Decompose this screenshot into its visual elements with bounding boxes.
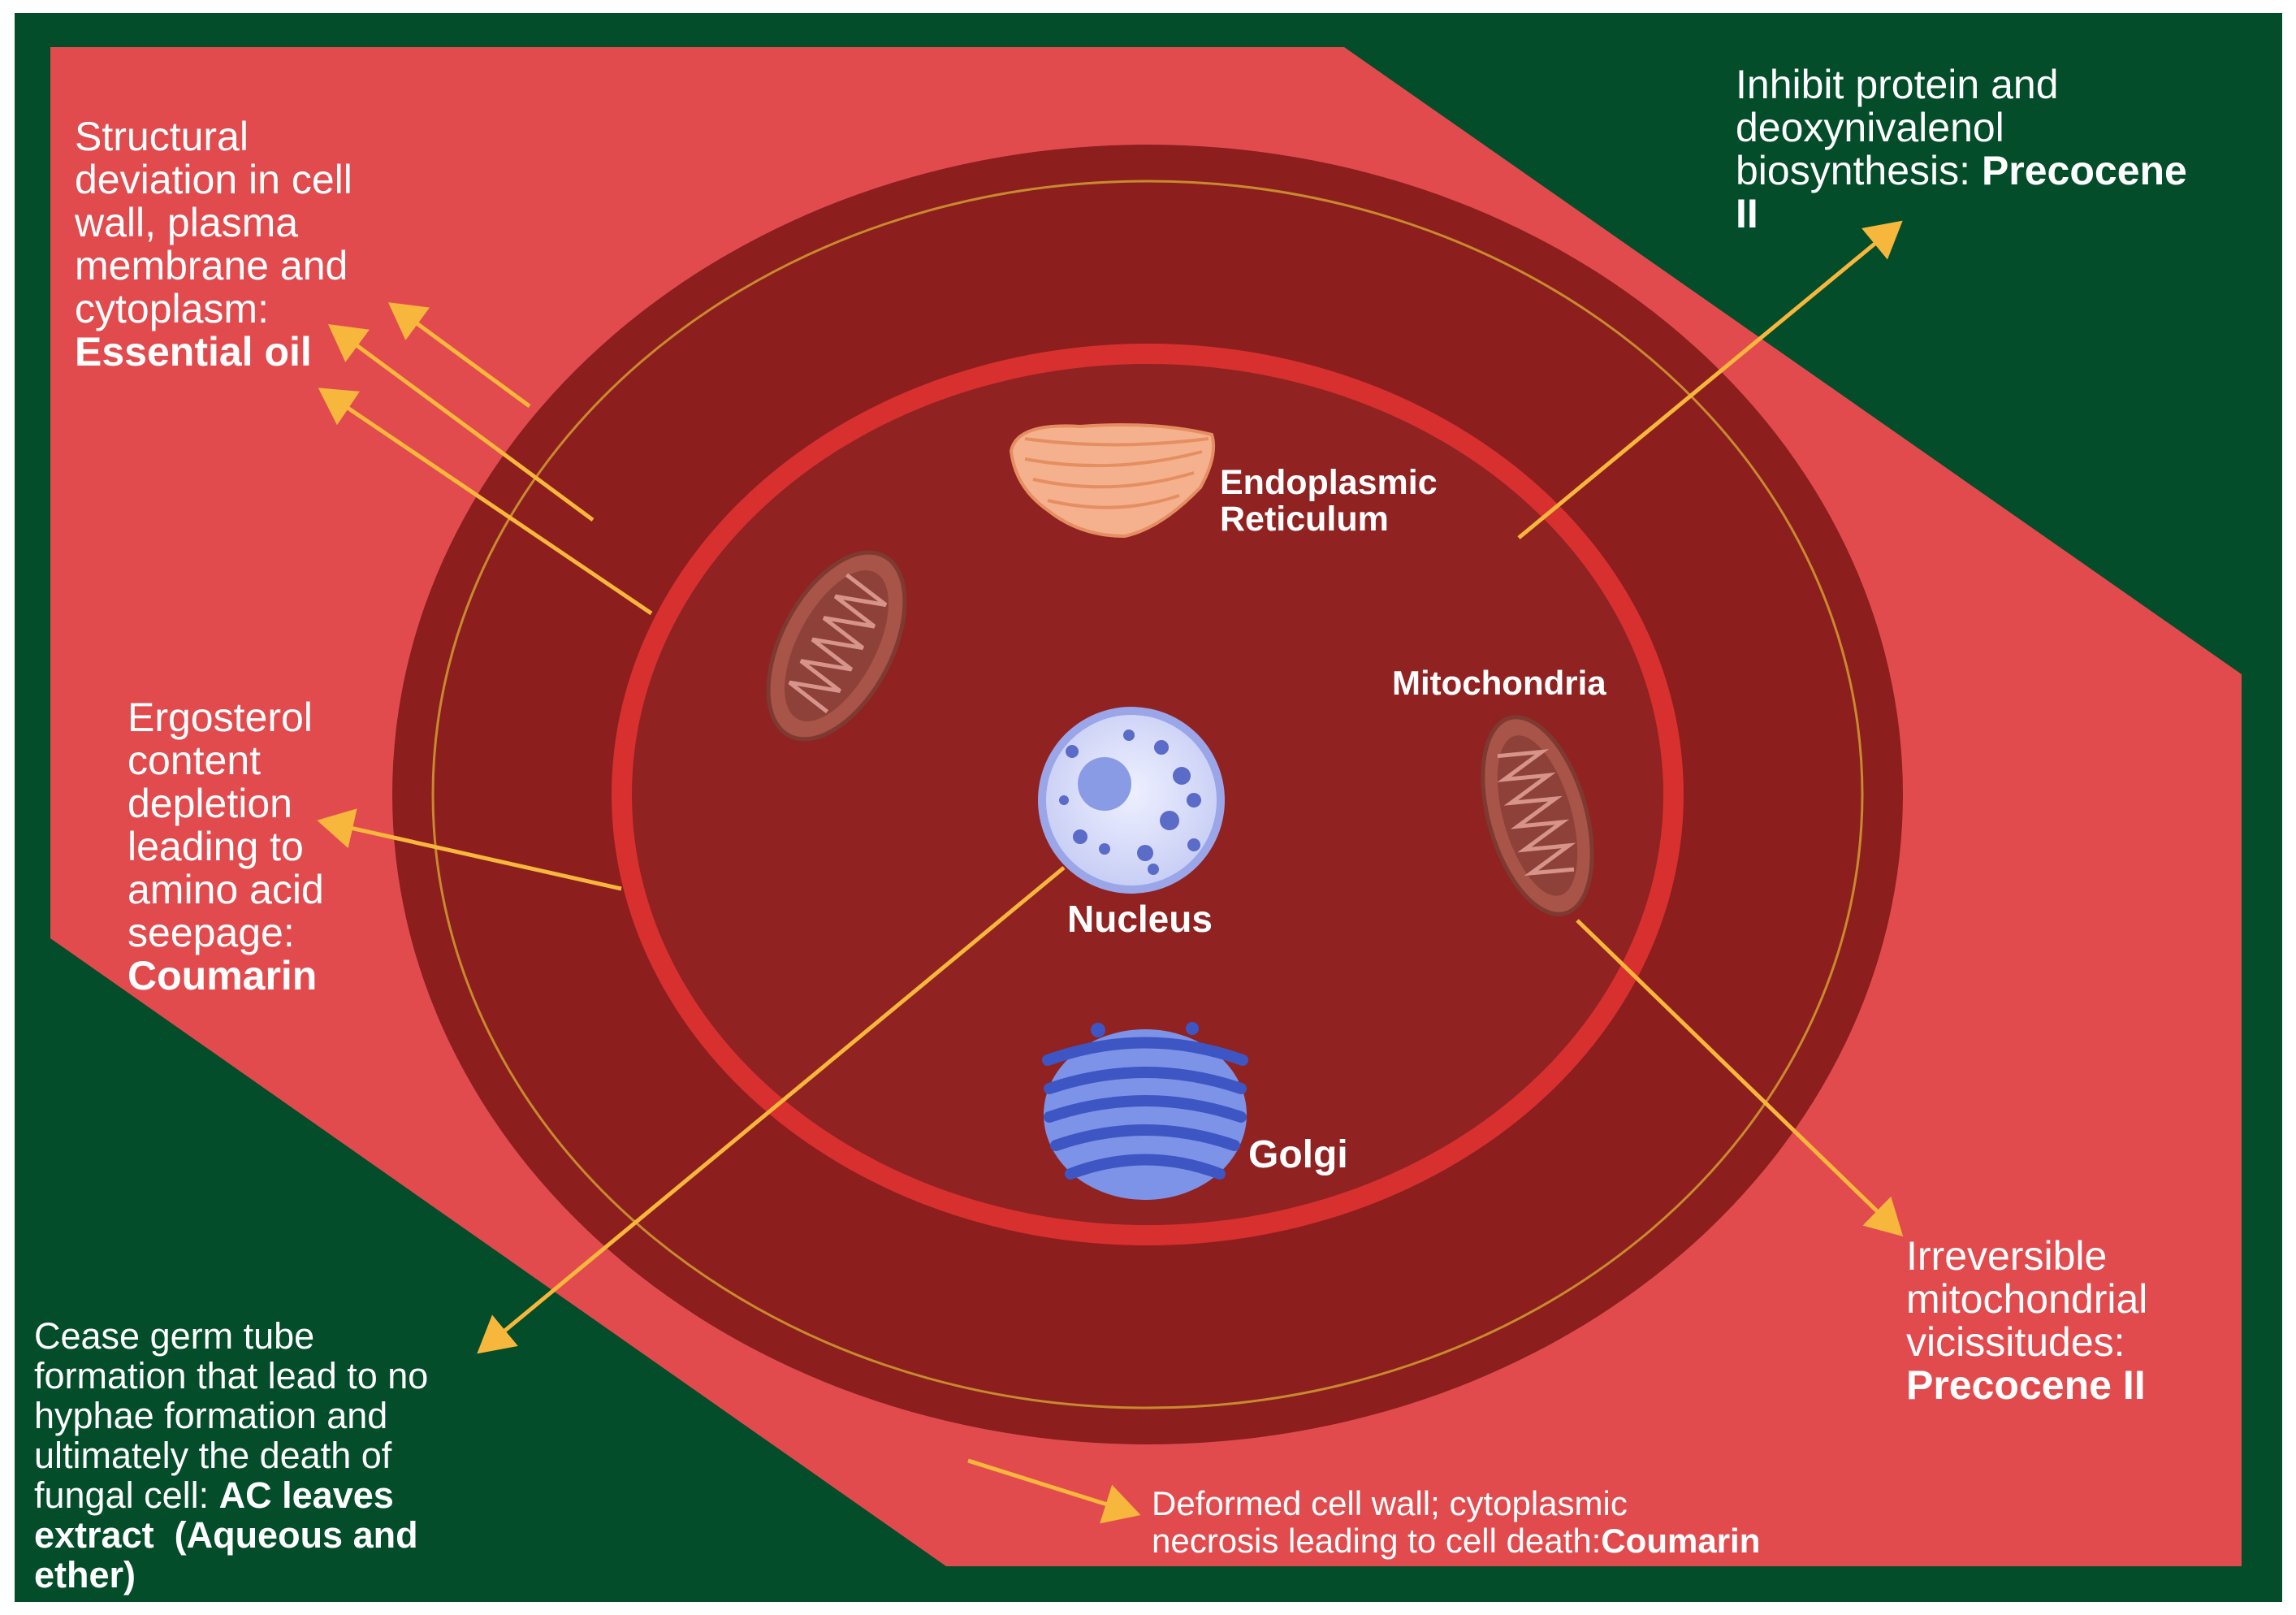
- annotation-ergosterol-agent: Coumarin: [128, 953, 318, 998]
- annotation-protein-agent-part1: Precocene: [1981, 148, 2187, 193]
- annotation-structural-line: membrane and: [75, 243, 348, 288]
- arrows: [317, 220, 1904, 1524]
- annotation-protein-line: Inhibit protein and: [1736, 62, 2059, 107]
- arrow-ergosterol: [317, 808, 622, 891]
- cell-wall-inner-line: [431, 180, 1864, 1409]
- er-label-line1: Endoplasmic: [1220, 463, 1438, 502]
- annotation-germ-tube-line5: fungal cell:: [34, 1474, 219, 1516]
- annotation-deformed-line1: Deformed cell wall; cytoplasmic: [1152, 1484, 1628, 1522]
- arrow-mitochondrial: [1576, 919, 1904, 1236]
- mitochondrion-right-icon: [1481, 715, 1594, 916]
- golgi-label: Golgi: [1248, 1133, 1348, 1176]
- golgi-icon: [1042, 1022, 1248, 1200]
- annotation-germ-tube: Cease germ tube formation that lead to n…: [34, 1316, 428, 1595]
- arrow-germ-tube: [477, 866, 1066, 1354]
- er-label-line2: Reticulum: [1220, 500, 1389, 539]
- annotation-protein-agent-part2: II: [1736, 191, 1758, 236]
- annotation-germ-tube-agent-1: AC leaves: [218, 1474, 394, 1516]
- annotation-structural: Structural deviation in cell wall, plasm…: [75, 115, 352, 374]
- nucleus-icon: [1038, 707, 1225, 894]
- annotation-structural-agent: Essential oil: [75, 329, 312, 375]
- annotation-germ-tube-agent-2: extract (Aqueous and: [34, 1514, 418, 1556]
- nucleus-label: Nucleus: [1067, 898, 1213, 940]
- annotation-ergosterol-line: leading to: [128, 824, 304, 869]
- annotation-germ-tube-line: ultimately the death of: [34, 1435, 392, 1476]
- annotation-ergosterol-line: Ergosterol: [128, 695, 313, 740]
- annotation-deformed-agent: Coumarin: [1601, 1522, 1761, 1560]
- annotation-germ-tube-agent-3: ether): [34, 1554, 136, 1596]
- annotation-germ-tube-line: Cease germ tube: [34, 1315, 315, 1357]
- er-label: Endoplasmic Reticulum: [1220, 465, 1438, 538]
- arrow-protein: [1517, 220, 1903, 539]
- mitochondrion-left-icon: [766, 550, 907, 742]
- annotation-ergosterol-line: content: [128, 738, 262, 783]
- endoplasmic-reticulum-icon: [1009, 422, 1216, 539]
- annotation-mitochondrial: Irreversible mitochondrial vicissitudes:…: [1906, 1235, 2147, 1407]
- annotation-structural-line: deviation in cell: [75, 157, 352, 202]
- arrow-structural-2: [327, 324, 595, 522]
- annotation-protein-line: deoxynivalenol: [1736, 105, 2004, 150]
- annotation-germ-tube-line: hyphae formation and: [34, 1395, 388, 1436]
- annotation-mitochondrial-agent: Precocene II: [1906, 1362, 2146, 1408]
- annotation-structural-line: Structural: [75, 114, 249, 159]
- annotation-mitochondrial-line: mitochondrial: [1906, 1276, 2148, 1322]
- annotation-ergosterol-line: seepage:: [128, 910, 295, 955]
- annotation-deformed: Deformed cell wall; cytoplasmic necrosis…: [1152, 1485, 1760, 1560]
- annotation-ergosterol: Ergosterol content depletion leading to …: [128, 696, 324, 998]
- arrow-structural-1: [387, 302, 531, 409]
- annotation-deformed-line2: necrosis leading to cell death:: [1152, 1522, 1602, 1560]
- annotation-ergosterol-line: amino acid: [128, 867, 324, 912]
- annotation-ergosterol-line: depletion: [128, 781, 292, 826]
- annotation-protein-line3: biosynthesis:: [1736, 148, 1982, 193]
- annotation-structural-line: cytoplasm:: [75, 286, 269, 331]
- arrow-deformed: [967, 1458, 1141, 1524]
- annotation-mitochondrial-line: Irreversible: [1906, 1233, 2108, 1279]
- annotation-protein: Inhibit protein and deoxynivalenol biosy…: [1736, 63, 2187, 236]
- annotation-germ-tube-line: formation that lead to no: [34, 1355, 429, 1396]
- arrow-structural-3: [318, 388, 653, 616]
- mitochondria-label: Mitochondria: [1392, 664, 1606, 702]
- annotation-structural-line: wall, plasma: [75, 200, 299, 245]
- annotation-mitochondrial-line: vicissitudes:: [1906, 1319, 2125, 1365]
